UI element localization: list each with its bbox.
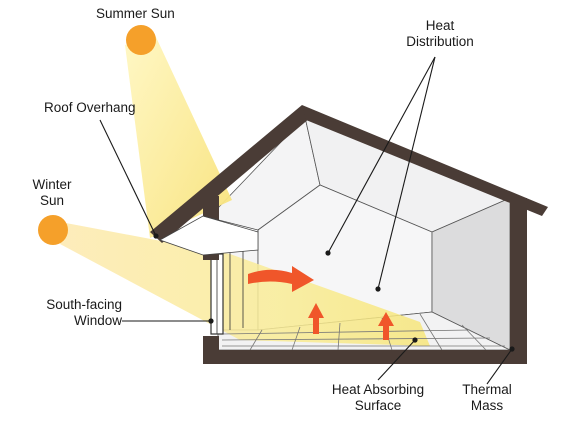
wall-right [510, 198, 527, 364]
roof-overhang-label: Roof Overhang [44, 100, 136, 115]
summer-sun-icon [126, 25, 156, 55]
heat-distribution-label: Heat Distribution [390, 18, 490, 50]
winter-sun-label-line2: Sun [39, 193, 65, 208]
heat-rising-arrow-left [308, 303, 324, 334]
heat-distribution-label-line2: Distribution [406, 34, 474, 49]
heat-absorbing-surface-label: Heat Absorbing Surface [306, 382, 450, 414]
roof-left [150, 105, 310, 243]
winter-sun-icon [38, 215, 68, 245]
heat-absorbing-surface-label-line1: Heat Absorbing [331, 382, 425, 397]
house-structure [150, 105, 548, 364]
leader-heat-distribution-left [327, 56, 436, 254]
leader-dots [153, 233, 515, 352]
thermal-mass-label-line1: Thermal [462, 382, 512, 397]
winter-sun-beam [50, 220, 430, 346]
floor-grid [221, 313, 505, 351]
south-facing-window-label-line1: South-facing [46, 297, 122, 312]
thermal-mass-label-line2: Mass [470, 398, 504, 413]
leader-heat-distribution-right [377, 56, 436, 290]
thermal-mass-label: Thermal Mass [452, 382, 522, 414]
leader-lines [99, 56, 513, 385]
leader-roof-overhang [99, 119, 157, 237]
winter-sun-label-line1: Winter [32, 177, 72, 192]
floor-slab [203, 350, 527, 364]
heat-absorbing-surface-label-line2: Surface [354, 398, 402, 413]
roof-overhang-soffit [159, 215, 259, 256]
south-facing-window-label: South-facing Window [18, 297, 122, 329]
leader-heat-absorbing-surface [377, 339, 416, 381]
heat-arrows [248, 266, 394, 340]
south-facing-window [210, 248, 244, 335]
south-facing-window-label-line2: Window [73, 313, 122, 328]
leader-thermal-mass [486, 348, 513, 385]
roof-right [302, 105, 548, 216]
heat-flow-arrow [248, 266, 314, 292]
heat-distribution-label-line1: Heat [425, 18, 455, 33]
winter-sun-label: Winter Sun [24, 177, 80, 209]
summer-sun-label: Summer Sun [96, 6, 175, 21]
heat-rising-arrow-right [378, 312, 394, 340]
